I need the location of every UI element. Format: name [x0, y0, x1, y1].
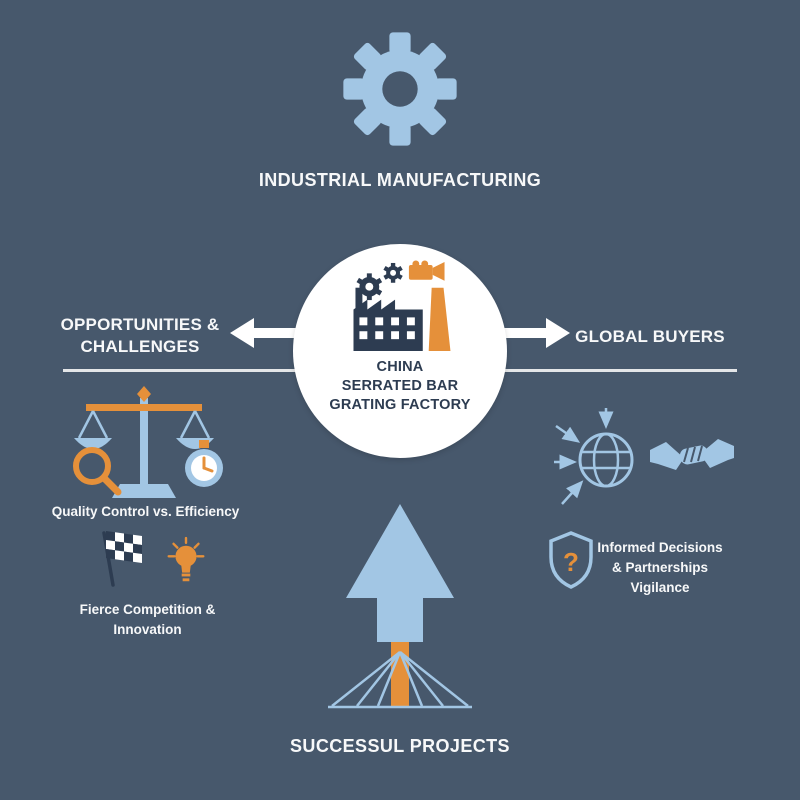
center-node: CHINA SERRATED BAR GRATING FACTORY: [293, 244, 507, 458]
pylon-wires: [328, 651, 472, 709]
right-arrow-shaft: [502, 328, 548, 338]
right-arrow-head: [546, 318, 570, 348]
center-node-title: CHINA SERRATED BAR GRATING FACTORY: [329, 358, 470, 415]
lightbulb-icon: [167, 536, 205, 582]
checkered-flag-icon: [102, 531, 142, 587]
left-node-label-line: CHALLENGES: [80, 337, 200, 356]
center-node-title-line: SERRATED BAR: [341, 378, 459, 394]
up-arrow-icon: [346, 504, 454, 642]
pylon-pole: [391, 642, 409, 708]
quality-label: Quality Control vs. Efficiency: [51, 504, 240, 519]
chimney-icon: [428, 287, 451, 352]
left-node-label: OPPORTUNITIES & CHALLENGES: [30, 314, 250, 358]
right-arrow-icon: [502, 318, 570, 348]
top-node-label: INDUSTRIAL MANUFACTURING: [258, 170, 542, 190]
left-arrow-head: [230, 318, 254, 348]
competition-label: Fierce Competition & Innovation: [40, 600, 255, 640]
bottom-node-label: SUCCESSUL PROJECTS: [290, 736, 510, 756]
upward-arrow-pylon-icon: [328, 504, 472, 709]
competition-label-line: Innovation: [113, 622, 182, 637]
decisions-label-line: & Partnerships: [611, 560, 709, 575]
handshake-icon: [650, 439, 734, 470]
left-arrow-icon: [230, 318, 298, 348]
decisions-label-line: Informed Decisions: [597, 540, 723, 555]
decisions-label-line: Vigilance: [630, 580, 690, 595]
globe-icon: [578, 432, 634, 488]
center-node-title-line: GRATING FACTORY: [329, 397, 471, 413]
balance-scale-icon: [73, 386, 223, 498]
camera-icon: [408, 260, 445, 281]
shield-question-icon: ?: [549, 531, 593, 589]
right-node-label: GLOBAL BUYERS: [575, 327, 725, 346]
left-arrow-shaft: [252, 328, 298, 338]
left-node-label-line: OPPORTUNITIES &: [60, 315, 220, 334]
magnifier-icon: [73, 447, 122, 496]
gear-icon: [343, 32, 457, 146]
question-mark: ?: [563, 547, 579, 577]
stopwatch-icon: [185, 440, 223, 487]
competition-label-line: Fierce Competition &: [79, 602, 216, 617]
center-node-title-line: CHINA: [376, 359, 424, 375]
factory-icon: [353, 260, 451, 352]
decisions-label: Informed Decisions & Partnerships Vigila…: [584, 538, 736, 598]
globe-arrows-icon: [554, 408, 634, 505]
